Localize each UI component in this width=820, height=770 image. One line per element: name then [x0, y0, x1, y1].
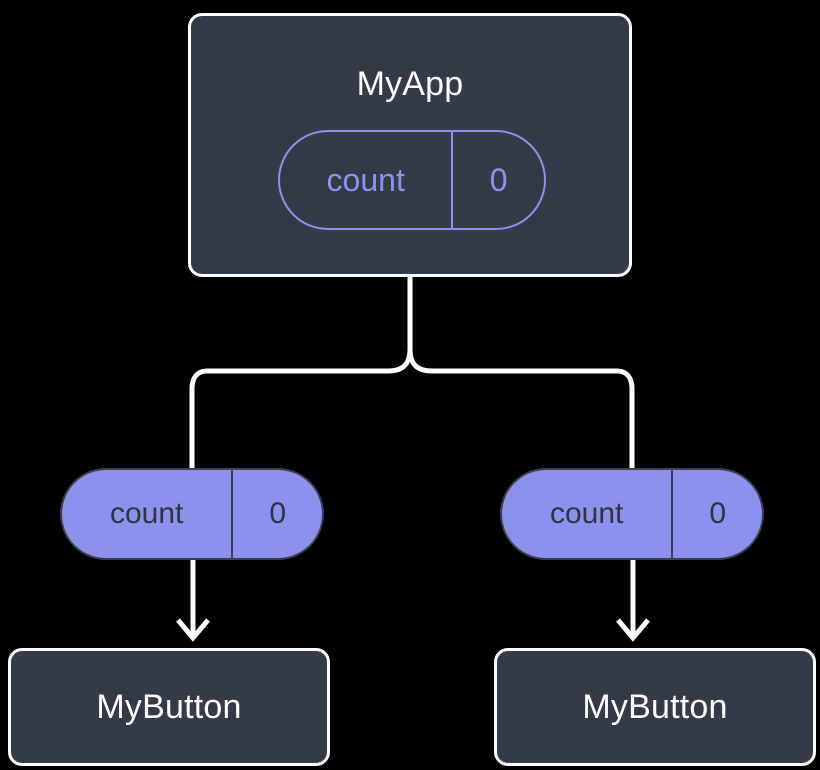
arrowhead-left-icon [176, 618, 210, 642]
component-label-mybutton-right: MyButton [582, 688, 728, 726]
state-pill-branch-left[interactable]: count 0 [60, 468, 324, 560]
wire-branch-right [407, 348, 635, 468]
component-node-mybutton-left[interactable]: MyButton [8, 648, 330, 766]
wire-branch-left [189, 348, 413, 468]
state-pill-branch-left-value: 0 [231, 470, 322, 558]
state-pill-root[interactable]: count 0 [278, 130, 546, 230]
state-pill-branch-right[interactable]: count 0 [500, 468, 764, 560]
state-pill-root-value: 0 [451, 132, 544, 228]
state-pill-branch-right-value: 0 [671, 470, 762, 558]
arrowhead-right-icon [616, 618, 650, 642]
state-pill-branch-right-key: count [549, 497, 624, 530]
component-label-myapp: MyApp [356, 65, 464, 103]
component-node-mybutton-right[interactable]: MyButton [494, 648, 816, 766]
component-label-mybutton-left: MyButton [96, 688, 242, 726]
state-pill-root-key: count [326, 162, 405, 198]
state-pill-branch-left-key: count [109, 497, 184, 530]
